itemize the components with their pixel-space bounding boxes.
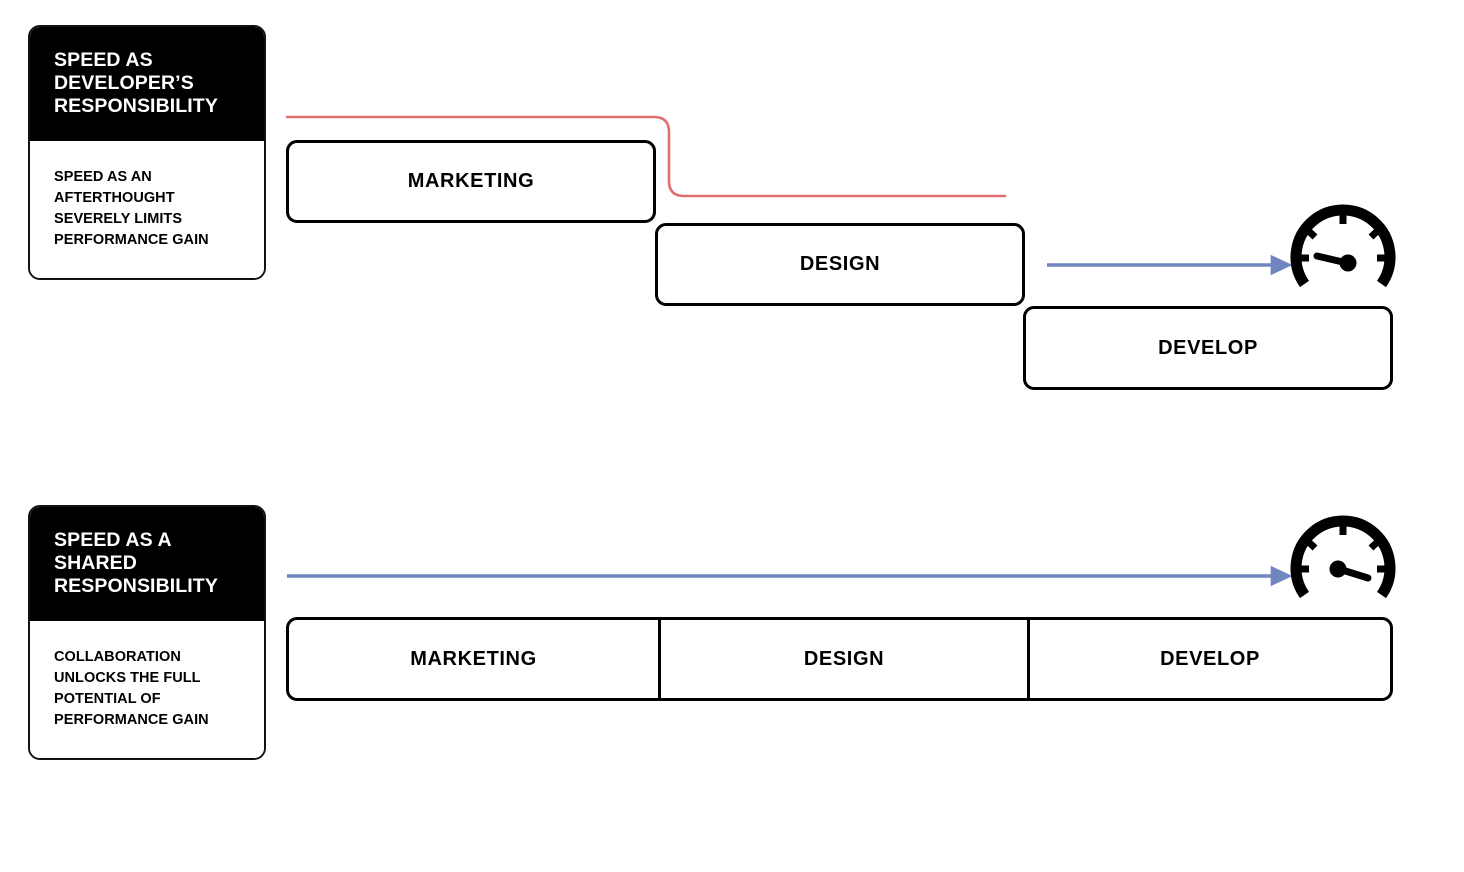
phase-label: MARKETING	[410, 647, 537, 670]
card-heading-text: SPEED AS A SHARED RESPONSIBILITY	[54, 529, 218, 597]
phase-label: DEVELOP	[1160, 647, 1260, 670]
phase-label: DESIGN	[803, 647, 885, 670]
phase-segment-marketing-shared[interactable]: MARKETING	[289, 620, 658, 698]
phase-segment-design-shared[interactable]: DESIGN	[658, 620, 1027, 698]
phase-segment-develop-shared[interactable]: DEVELOP	[1027, 620, 1390, 698]
phase-box-develop-sequential[interactable]: DEVELOP	[1023, 306, 1393, 390]
combined-phase-bar-shared: MARKETING DESIGN DEVELOP	[286, 617, 1393, 701]
card-shared-responsibility: SPEED AS A SHARED RESPONSIBILITY COLLABO…	[28, 505, 266, 760]
card-developer-responsibility: SPEED AS DEVELOPER’S RESPONSIBILITY SPEE…	[28, 25, 266, 280]
card-body-developer: SPEED AS AN AFTERTHOUGHT SEVERELY LIMITS…	[30, 141, 264, 278]
card-header-shared: SPEED AS A SHARED RESPONSIBILITY	[30, 507, 264, 622]
speedometer-low-icon	[1290, 204, 1396, 288]
card-header-developer: SPEED AS DEVELOPER’S RESPONSIBILITY	[30, 27, 264, 142]
phase-label: MARKETING	[407, 170, 535, 192]
phase-box-marketing-sequential[interactable]: MARKETING	[286, 140, 656, 223]
card-body-shared: COLLABORATION UNLOCKS THE FULL POTENTIAL…	[30, 621, 264, 758]
card-body-text: SPEED AS AN AFTERTHOUGHT SEVERELY LIMITS…	[54, 169, 209, 249]
phase-label: DESIGN	[799, 253, 881, 275]
phase-box-design-sequential[interactable]: DESIGN	[655, 223, 1025, 306]
phase-label: DEVELOP	[1158, 336, 1258, 359]
card-body-text: COLLABORATION UNLOCKS THE FULL POTENTIAL…	[54, 649, 209, 729]
card-heading-text: SPEED AS DEVELOPER’S RESPONSIBILITY	[54, 49, 218, 117]
speedometer-high-icon	[1290, 515, 1396, 599]
